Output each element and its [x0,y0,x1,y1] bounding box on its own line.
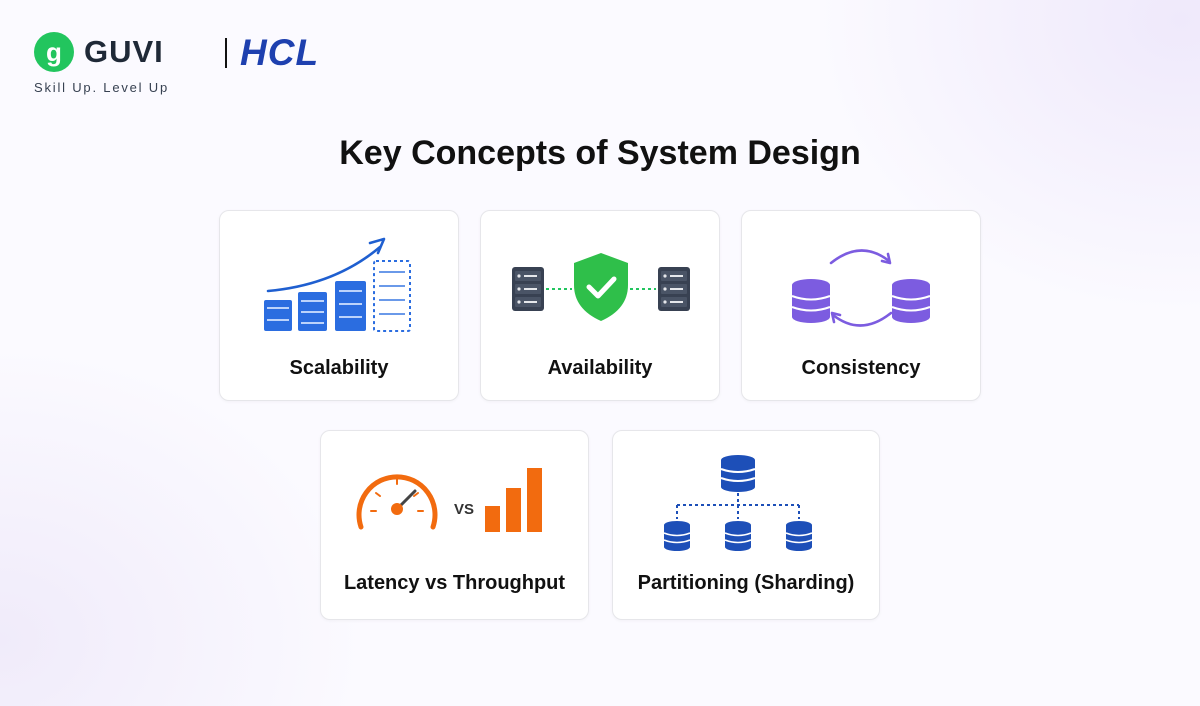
latency-illustration: VS [356,468,542,532]
card-label-availability: Availability [547,357,653,379]
guvi-wordmark: GUVI [84,34,164,69]
consistency-illustration [791,249,931,327]
brand-header: g GUVI HCL Skill Up. Level Up [34,30,374,100]
vs-label: VS [454,501,474,518]
database-icon [720,455,756,492]
database-icon [891,279,931,323]
database-icon [791,279,831,323]
scalability-illustration [264,237,411,332]
partitioning-illustration [663,455,813,551]
card-label-scalability: Scalability [289,357,389,379]
availability-illustration [512,253,690,321]
speedometer-icon [356,474,438,530]
bar-chart-icon [485,468,542,532]
database-icon [663,521,691,551]
guvi-logo-icon: g [34,32,74,72]
card-consistency: Consistency [741,210,981,401]
card-label-partitioning: Partitioning (Sharding) [637,572,855,594]
database-icon [785,521,813,551]
shard-tree-icon [676,493,800,519]
card-label-latency-throughput: Latency vs Throughput [343,572,566,594]
card-availability: Availability [480,210,720,401]
hcl-wordmark: HCL [240,32,320,73]
card-partitioning: Partitioning (Sharding) [612,430,880,620]
card-label-consistency: Consistency [801,357,921,379]
trend-arrow-icon [266,237,386,293]
sync-arrows-icon [829,249,893,327]
server-icon [658,267,690,311]
page-title: Key Concepts of System Design [339,134,861,172]
card-scalability: Scalability [219,210,459,401]
shield-check-icon [574,253,628,321]
server-icon [512,267,544,311]
brand-tagline: Skill Up. Level Up [34,80,169,95]
brand-divider [225,38,227,68]
card-latency-throughput: VS Latency vs Throughput [320,430,589,620]
database-icon [724,521,752,551]
server-stack-icon [264,260,411,332]
